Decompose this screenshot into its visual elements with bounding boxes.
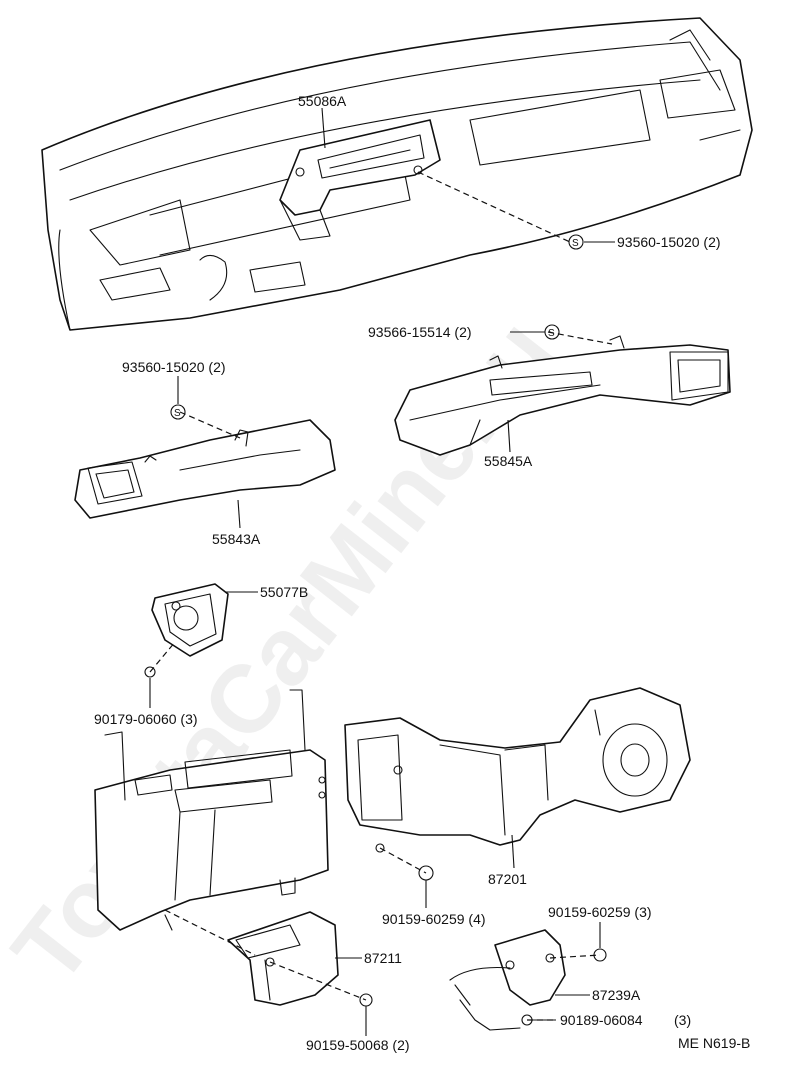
callout-90159-50068: 90159-50068 (2) <box>306 1037 410 1053</box>
screw-symbol-right: S <box>544 324 560 340</box>
frame-55077b-drawing <box>144 583 229 678</box>
callout-93560-15020-top: 93560-15020 (2) <box>617 234 721 250</box>
dashed-connection-lines <box>149 171 613 1021</box>
callout-87239a: 87239A <box>592 987 641 1003</box>
callout-55845a: 55845A <box>484 453 533 469</box>
callout-55077b: 55077B <box>260 584 308 600</box>
svg-text:S: S <box>572 238 579 249</box>
callout-93560-15020-left: 93560-15020 (2) <box>122 359 226 375</box>
callout-87211: 87211 <box>364 950 402 966</box>
callout-90159-60259-4: 90159-60259 (4) <box>382 911 486 927</box>
duct-55845a-drawing <box>394 335 731 456</box>
diagram-code: ME N619-B <box>678 1035 750 1051</box>
duct-87211-drawing <box>227 911 373 1007</box>
screw-symbol-top: S <box>568 234 584 250</box>
callout-90159-60259-3: 90159-60259 (3) <box>548 904 652 920</box>
callout-90189-quantity: (3) <box>674 1012 691 1028</box>
callout-90179-06060: 90179-06060 (3) <box>94 711 198 727</box>
callout-55843a: 55843A <box>212 531 261 547</box>
blower-87201-drawing <box>344 687 691 853</box>
screw-symbol-left: S <box>170 404 186 420</box>
bracket-87239a-drawing <box>418 865 607 1031</box>
callout-90189-06084: 90189-06084 <box>560 1012 643 1028</box>
callout-87201: 87201 <box>488 871 527 887</box>
svg-text:S: S <box>548 328 555 339</box>
heater-unit-drawing <box>94 689 329 931</box>
leader-lines <box>149 107 615 1036</box>
svg-text:S: S <box>174 408 181 419</box>
callout-93566-15514: 93566-15514 (2) <box>368 324 472 340</box>
duct-55843a-drawing <box>74 419 336 519</box>
callout-55086a: 55086A <box>298 93 347 109</box>
instrument-panel-drawing <box>41 17 753 331</box>
